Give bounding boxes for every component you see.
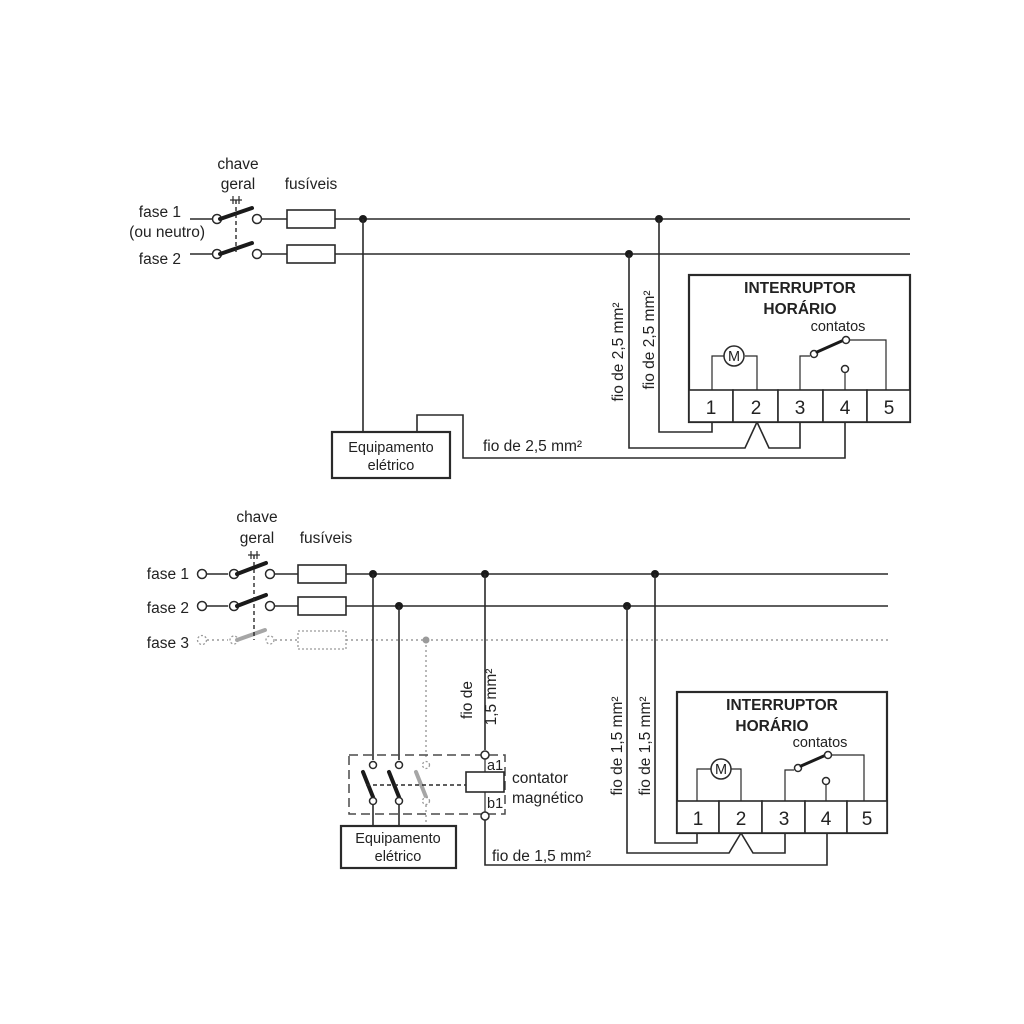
time-switch-title-line1: INTERRUPTOR [726,697,838,714]
wire-label-vertical: fio de 2,5 mm² [641,290,658,389]
fase1-label: fase 1 [139,204,181,221]
contacts-label: contatos [793,735,848,751]
main-switch [228,551,276,640]
geral-label: geral [240,530,274,547]
wire-label-horizontal: fio de 1,5 mm² [492,848,591,865]
terminal-5 [846,800,888,834]
fase3-label: fase 3 [147,635,189,652]
motor-icon [710,758,732,780]
contacts-label: contatos [811,319,866,335]
terminal-number: 4 [840,398,851,419]
equipment-label-line1: Equipamento [348,440,433,456]
time-switch-title-line2: HORÁRIO [763,301,836,318]
fuse-phase-1 [286,209,336,229]
wire-label-horizontal: fio de 2,5 mm² [483,438,582,455]
terminal-number: 3 [795,398,806,419]
terminal-number: 5 [862,809,873,830]
time-switch: INTERRUPTOR HORÁRIO contatos 1 2 3 4 5 M [675,690,889,835]
terminal-number: 2 [751,398,762,419]
chave-label: chave [236,509,277,526]
wire-label-contactor-2: 1,5 mm² [483,669,500,726]
equipment-label-line1: Equipamento [355,831,440,847]
b1-label: b1 [487,796,503,812]
fusiveis-label: fusíveis [285,176,338,193]
fuse-phase-2 [286,244,336,264]
terminal-number: 2 [736,809,747,830]
terminal-4 [822,389,868,423]
time-switch-title-line1: INTERRUPTOR [744,280,856,297]
terminal-number: 1 [706,398,717,419]
geral-label: geral [221,176,255,193]
motor-symbol: M [715,762,727,778]
fase1-sublabel: (ou neutro) [129,224,205,241]
motor-symbol: M [728,349,740,365]
time-switch-title-line2: HORÁRIO [735,718,808,735]
fase2-label: fase 2 [139,251,181,268]
wire-label-vertical: fio de 1,5 mm² [609,696,626,795]
fuse-phase-2 [297,596,347,616]
coil-icon [465,771,505,793]
a1-label: a1 [487,758,503,774]
terminal-5 [866,389,911,423]
wire-label-contactor-1: fio de [459,681,476,719]
contactor-label-line1: contator [512,770,568,787]
magnetic-contactor: a1 b1 [348,750,506,821]
diagram-1: chave geral fusíveis fase 1 (ou neutro) … [129,156,912,480]
terminal-number: 5 [884,398,895,419]
fuse-phase-3 [297,630,347,650]
time-switch: INTERRUPTOR HORÁRIO contatos 1 2 3 4 5 M [687,273,912,424]
terminal-2 [732,389,779,423]
phase-3-optional [196,628,888,760]
terminal-4 [804,800,848,834]
fuse-phase-1 [297,564,347,584]
equipment-label-line2: elétrico [375,849,422,865]
equipment-box: Equipamento elétrico [330,430,452,480]
wire-label-vertical: fio de 1,5 mm² [637,696,654,795]
chave-label: chave [217,156,258,173]
diagram-2: chave geral fusíveis fase 1 fase 2 fase … [147,509,889,870]
main-switch [211,196,263,260]
terminal-number: 3 [779,809,790,830]
terminal-2 [718,800,763,834]
fase2-label: fase 2 [147,600,189,617]
motor-icon [723,345,745,367]
terminal-number: 4 [821,809,832,830]
fusiveis-label: fusíveis [300,530,353,547]
contactor-label-line2: magnético [512,790,584,807]
terminal-number: 1 [693,809,704,830]
equipment-label-line2: elétrico [368,458,415,474]
equipment-box: Equipamento elétrico [339,824,458,870]
fase1-label: fase 1 [147,566,189,583]
wire-label-vertical: fio de 2,5 mm² [610,302,627,401]
